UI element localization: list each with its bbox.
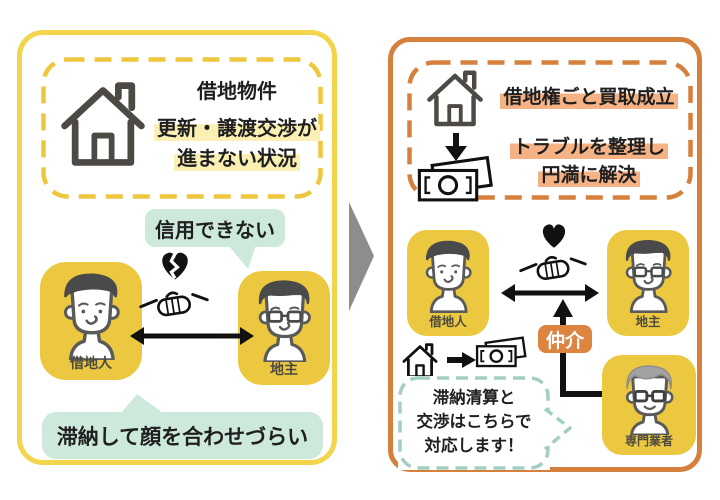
avatar-label: 借地人: [429, 314, 467, 329]
avatar-leaseholder: 借地人: [407, 230, 489, 336]
person-face-icon: [63, 273, 120, 360]
avatar-specialist: 専門業者: [602, 355, 696, 455]
arrears-speech-bubble: 滞納して顔を合わせづらい: [42, 412, 323, 459]
arrow-left-right-icon: [501, 284, 599, 302]
mediation-badge: 仲介: [538, 325, 592, 353]
speech-bubble-tail: [543, 407, 572, 451]
avatar-label: 借地人: [70, 356, 112, 372]
arrow-left-right-icon: [130, 327, 254, 345]
avatar-label: 専門業者: [624, 434, 673, 448]
specialist-bubble-text: 滞納清算と 交渉はこちらで 対応します！: [416, 388, 532, 455]
avatar-landlord: 地主: [238, 271, 330, 385]
handshake-icon: [139, 291, 209, 317]
resolution-line-2: 円満に解決: [499, 159, 679, 187]
person-glasses-face-icon: [258, 280, 311, 362]
distrust-speech-bubble: 信用できない: [145, 209, 285, 247]
person-face-icon: [425, 240, 472, 313]
resolution-line-1: トラブルを整理し: [499, 131, 679, 159]
banknote-icon: [475, 336, 527, 368]
specialist-speech-bubble: 滞納清算と 交渉はこちらで 対応します！: [398, 376, 550, 470]
right-panel-after: 借地権ごと買取成立 トラブルを整理し 円満に解決 借地人: [388, 37, 702, 472]
speech-bubble-tail: [121, 394, 163, 413]
situation-line-2: 進まない状況: [147, 141, 327, 171]
arrow-down-icon: [445, 133, 467, 161]
dashed-bubble-border: [398, 376, 550, 470]
house-icon: [427, 70, 483, 127]
person-gray-hair-glasses-icon: [625, 365, 674, 435]
house-icon: [61, 82, 145, 166]
avatar-label: 地主: [270, 362, 298, 378]
avatar-landlord: 地主: [607, 230, 689, 336]
dashed-box-border: [41, 57, 323, 199]
house-icon: [402, 343, 438, 378]
transition-arrow-icon: [349, 202, 374, 311]
situation-line-1: 更新・譲渡交渉が: [147, 111, 327, 141]
person-glasses-face-icon: [625, 240, 672, 313]
avatar-label: 地主: [635, 314, 661, 329]
banknote-icon: [417, 155, 493, 202]
left-panel-before: 借地物件 更新・譲渡交渉が 進まない状況 信用できない 借地人: [17, 30, 337, 465]
avatar-leaseholder: 借地人: [40, 262, 142, 380]
dashed-box-border: [407, 60, 693, 200]
headline: 借地権ごと買取成立: [489, 81, 689, 109]
handshake-icon: [519, 255, 587, 280]
speech-bubble-tail: [228, 245, 256, 269]
arrow-right-icon: [447, 352, 476, 368]
left-box-title: 借地物件: [197, 78, 277, 103]
heart-icon: [542, 224, 566, 248]
broken-heart-icon: [162, 252, 188, 280]
